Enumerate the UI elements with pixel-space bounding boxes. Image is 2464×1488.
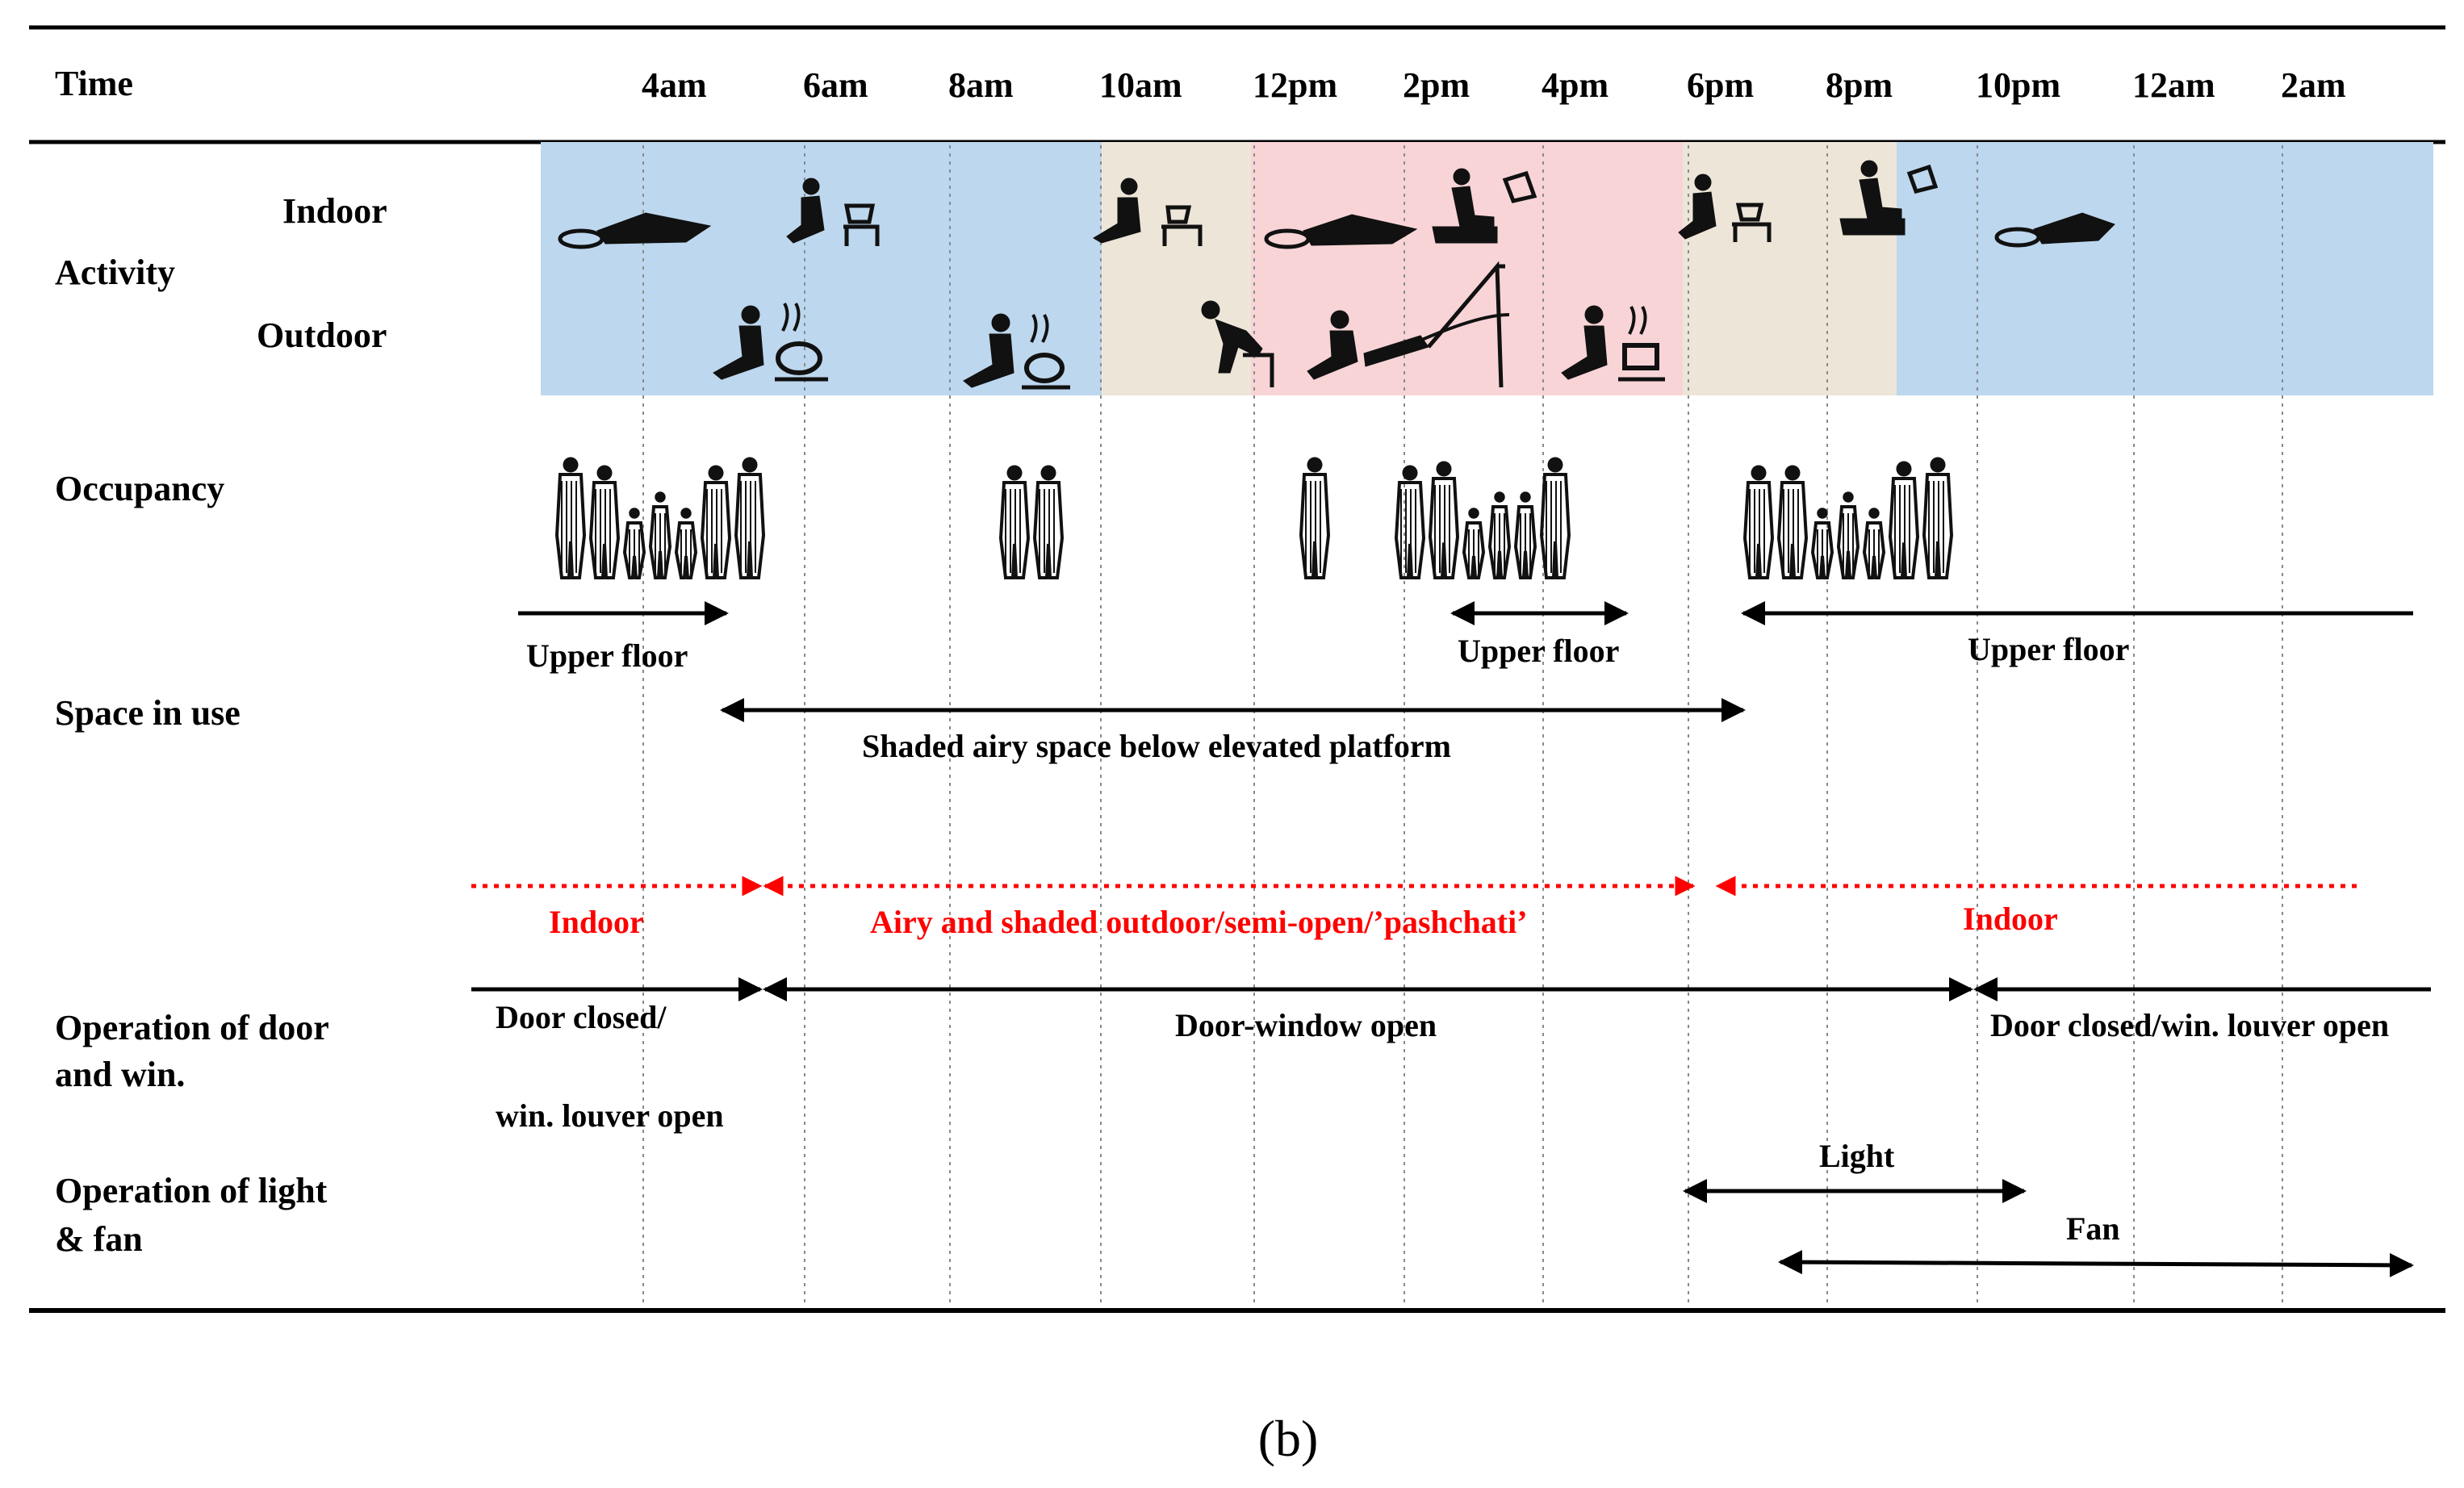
indoor-late-text: Indoor [1963,901,2058,937]
person-figure-icon [1810,508,1834,579]
door-window-label-line1: Operation of door [55,1008,329,1047]
upper-floor-morning-text: Upper floor [526,637,688,674]
person-figure-icon [998,465,1031,579]
time-tick-label: 10am [1099,65,1182,105]
person-figure-icon [1922,457,1954,579]
occupancy-figures [554,457,1954,579]
space-in-use-arrows [518,601,2413,722]
person-figure-icon [648,491,672,579]
outdoor-cooking-figure-icon [963,313,1070,390]
cooking-figure-icon [1093,178,1203,246]
time-gridlines [642,145,2283,1307]
time-tick-label: 8pm [1826,65,1893,105]
outdoor-cooking-figure-icon [1561,305,1665,382]
time-tick-label: 6pm [1687,65,1754,105]
cooking-figure-icon [786,178,880,246]
sleeping-figure-icon [558,212,712,249]
light-fan-label-line1: Operation of light [55,1171,328,1210]
person-figure-icon [1513,491,1537,579]
person-figure-icon [1776,465,1809,579]
cooking-figure-icon [1678,173,1772,242]
person-figure-icon [734,457,766,579]
upper-floor-afternoon-text: Upper floor [1458,633,1619,669]
person-figure-icon [1299,457,1331,579]
time-tick-labels: 4am 6am 8am 10am 12pm 2pm 4pm 6pm 8pm 10pm 12am 2am [642,65,2346,105]
resting-figure-icon [1201,300,1274,387]
indoor-early-text: Indoor [549,904,644,940]
activity-label: Activity [55,253,175,292]
reading-figure-icon [1432,168,1537,244]
band-night-late [1897,142,2433,395]
door-closed-text-line1: Door closed/ [496,999,667,1035]
person-figure-icon [674,508,698,579]
person-figure-icon [1487,491,1512,579]
indoor-activity-figures [558,160,2115,249]
door-night-text: Door closed/win. louver open [1990,1007,2389,1043]
time-tick-label: 2pm [1403,65,1470,105]
outdoor-cooking-figure-icon [713,303,828,382]
person-figure-icon [1836,491,1860,579]
activity-bands [541,142,2433,395]
hammock-figure-icon [1307,261,1510,388]
band-midday [1251,142,1683,395]
time-tick-label: 12pm [1253,65,1337,105]
reading-figure-icon [1839,160,1939,236]
person-figure-icon [1888,461,1920,579]
light-fan-label-line2: & fan [55,1219,143,1259]
person-figure-icon [588,465,621,579]
occupancy-label: Occupancy [55,469,224,508]
time-tick-label: 2am [2281,65,2346,105]
upper-floor-night-text: Upper floor [1968,631,2129,667]
time-tick-label: 8am [948,65,1014,105]
time-label: Time [55,64,133,103]
person-figure-icon [1394,465,1426,579]
person-figure-icon [1462,508,1486,579]
light-text: Light [1819,1138,1895,1174]
outdoor-sub-label: Outdoor [257,316,387,355]
fan-text: Fan [2066,1210,2120,1247]
person-figure-icon [622,508,646,579]
person-figure-icon [1862,508,1886,579]
time-tick-label: 10pm [1976,65,2060,105]
door-closed-text-line2: win. louver open [496,1097,724,1134]
light-fan-arrows [1683,1179,2414,1277]
time-tick-label: 4am [642,65,707,105]
sleeping-figure-icon [1994,212,2115,248]
sleeping-figure-icon [1264,214,1418,249]
person-figure-icon [554,457,587,579]
time-tick-label: 12am [2132,65,2215,105]
time-tick-label: 6am [803,65,868,105]
space-in-use-label: Space in use [55,693,241,733]
shaded-space-text: Shaded airy space below elevated platfor… [862,728,1451,764]
figure-caption: (b) [1258,1410,1319,1467]
indoor-sub-label: Indoor [282,191,387,231]
door-window-label-line2: and win. [55,1055,185,1094]
time-tick-label: 4pm [1542,65,1609,105]
door-open-text: Door-window open [1175,1007,1437,1043]
person-figure-icon [1742,465,1775,579]
outdoor-activity-figures [713,261,1665,390]
person-figure-icon [700,465,732,579]
person-figure-icon [1539,457,1571,579]
fan-arrow [1778,1250,2414,1277]
person-figure-icon [1032,465,1065,579]
person-figure-icon [1428,461,1460,579]
semi-open-text: Airy and shaded outdoor/semi-open/’pashc… [870,904,1528,940]
